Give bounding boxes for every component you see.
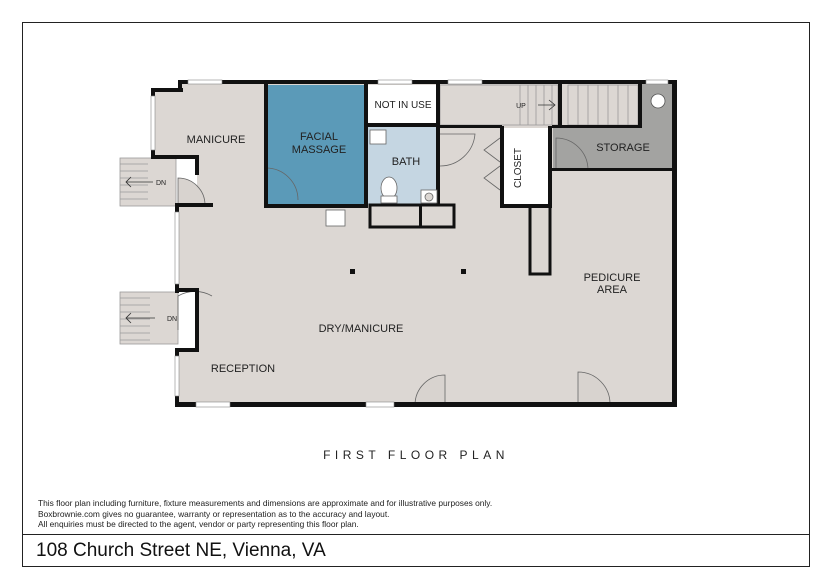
room-label-massage: MASSAGE bbox=[292, 144, 346, 156]
door-swings bbox=[177, 133, 611, 406]
not-in-use-room bbox=[368, 85, 438, 125]
stairs-down-lower-label: DN bbox=[167, 316, 177, 323]
windows bbox=[150, 79, 669, 408]
property-address: 108 Church Street NE, Vienna, VA bbox=[36, 540, 326, 561]
bath-sink bbox=[369, 129, 387, 145]
walls bbox=[151, 80, 677, 407]
water-heater-icon bbox=[650, 93, 666, 109]
room-label-closet: CLOSET bbox=[513, 148, 524, 188]
address-divider bbox=[22, 534, 810, 535]
room-label-storage: STORAGE bbox=[596, 142, 650, 154]
room-label-area: AREA bbox=[597, 284, 628, 296]
stairs-up bbox=[439, 84, 639, 126]
room-label-pedicure: PEDICURE bbox=[584, 272, 641, 284]
room-label-bath: BATH bbox=[392, 156, 421, 168]
wall-sink bbox=[325, 209, 346, 227]
room-label-reception: RECEPTION bbox=[211, 363, 275, 375]
room-label-facial: FACIAL bbox=[300, 131, 338, 143]
facial-massage-room bbox=[266, 85, 366, 206]
page-frame bbox=[22, 22, 810, 567]
fixtures bbox=[325, 93, 666, 227]
plan-title: FIRST FLOOR PLAN bbox=[323, 448, 509, 462]
stairs-up-arrowhead bbox=[548, 99, 556, 111]
disclaimer-line-1: This floor plan including furniture, fix… bbox=[38, 498, 493, 508]
room-label-dry-manicure: DRY/MANICURE bbox=[319, 323, 404, 335]
stairs-up-label: UP bbox=[516, 103, 526, 110]
storage-room bbox=[553, 82, 674, 170]
disclaimer-line-3: All enquiries must be directed to the ag… bbox=[38, 519, 359, 530]
closet bbox=[502, 128, 549, 206]
room-label-not-in-use: NOT IN USE bbox=[374, 100, 431, 111]
disclaimer-line-2: Boxbrownie.com gives no guarantee, warra… bbox=[38, 508, 390, 519]
stairs-down-upper-label: DN bbox=[156, 180, 166, 187]
room-label-manicure: MANICURE bbox=[187, 134, 246, 146]
disclaimer: This floor plan including furniture, fix… bbox=[38, 498, 492, 530]
